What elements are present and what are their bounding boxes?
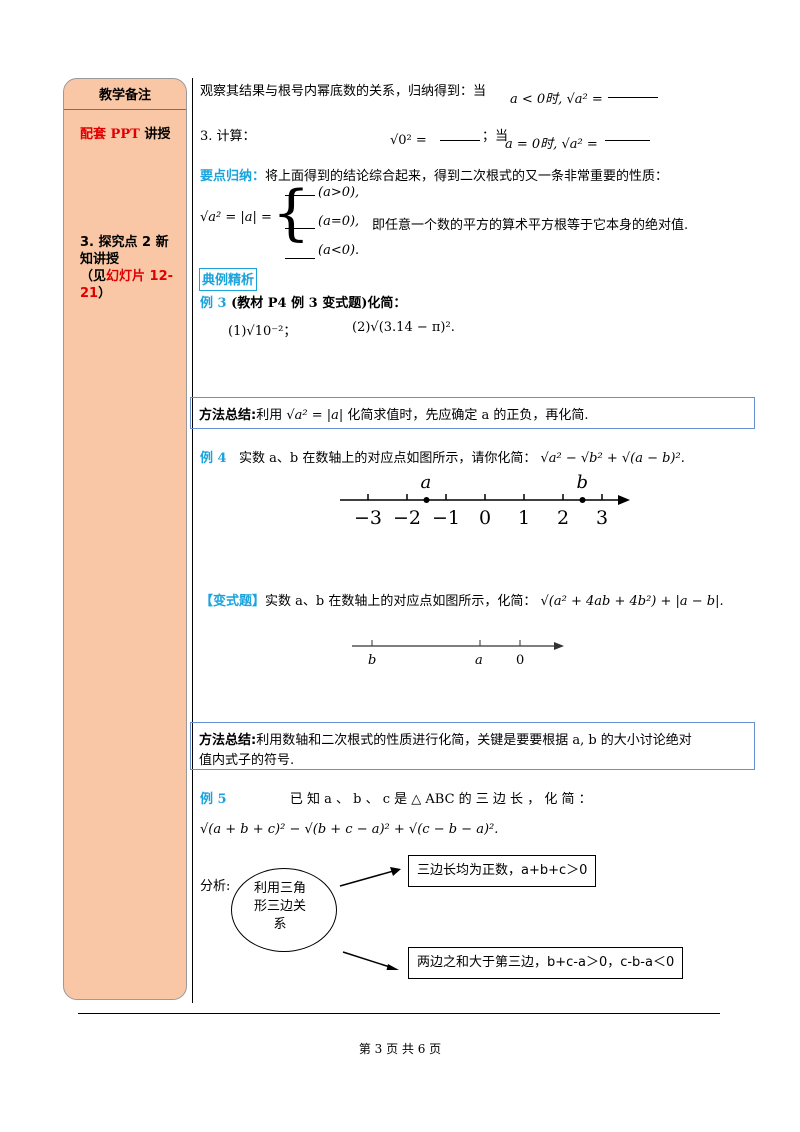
axis-arrow bbox=[554, 642, 564, 650]
section-title: 典例精析 bbox=[199, 268, 258, 291]
page-number: 第 3 页 共 6 页 bbox=[358, 1042, 442, 1056]
case-positive: (a>0), bbox=[318, 185, 360, 200]
example-5-formula: √(a + b + c)² − √(b + c − a)² + √(c − b … bbox=[200, 822, 499, 837]
property-lhs: √a² = |a| = bbox=[200, 210, 272, 225]
example-5: 例 5 已 知 a 、 b 、 c 是 △ ABC 的 三 边 长 ， 化 简 … bbox=[200, 792, 592, 807]
tick-label: 2 bbox=[557, 507, 569, 529]
conclusion-box-2: 两边之和大于第三边，b+c-a＞0，c-b-a＜0 bbox=[408, 947, 684, 979]
arrowhead-down bbox=[386, 964, 399, 970]
tick-label: 1 bbox=[518, 507, 530, 529]
calc-a: √0² = bbox=[390, 133, 427, 148]
example-3-q2: (2)√(3.14 − π)². bbox=[352, 320, 455, 335]
observe-condition: a < 0时, √a² = bbox=[510, 92, 603, 107]
analysis-label: 分析: bbox=[200, 879, 231, 894]
tick-label: 3 bbox=[596, 507, 608, 529]
ppt-note: 配套 PPT 讲授 bbox=[80, 127, 171, 142]
point-a bbox=[423, 497, 430, 503]
calc-condition: a = 0时, √a² = bbox=[505, 137, 598, 152]
arrow-down bbox=[342, 951, 394, 969]
tick-label: −2 bbox=[393, 507, 421, 529]
label-b: b bbox=[368, 653, 376, 668]
answer-blank bbox=[608, 97, 658, 98]
case-blank bbox=[285, 195, 315, 196]
ellipse-text: 利用三角形三边关系 bbox=[253, 881, 306, 932]
analysis-ellipse bbox=[231, 868, 337, 952]
tick-group: −3 −2 −1 0 1 2 3 bbox=[354, 494, 608, 529]
axis-arrow bbox=[618, 495, 630, 505]
arrows bbox=[339, 867, 401, 970]
observe-line: 观察其结果与根号内幂底数的关系，归纳得到：当 bbox=[200, 84, 487, 99]
brace: { bbox=[272, 178, 311, 248]
tick-label: −1 bbox=[432, 507, 460, 529]
tick-label: −3 bbox=[354, 507, 382, 529]
key-summary: 要点归纳：将上面得到的结论综合起来，得到二次根式的又一条非常重要的性质： bbox=[200, 169, 669, 184]
label-0: 0 bbox=[516, 653, 524, 668]
number-line-2: b a 0 bbox=[352, 640, 564, 668]
number-line-1: −3 −2 −1 0 1 2 3 a b bbox=[340, 472, 630, 529]
answer-blank bbox=[605, 140, 650, 141]
case-zero: (a=0), bbox=[318, 214, 360, 229]
case-negative: (a<0). bbox=[318, 243, 360, 258]
case-blank bbox=[285, 228, 315, 229]
method-summary-2: 方法总结:利用数轴和二次根式的性质进行化简，关键是要要根据 a, b 的大小讨论… bbox=[190, 722, 755, 770]
footer-rule bbox=[78, 1013, 720, 1014]
calc-b: ；当 bbox=[482, 129, 509, 144]
sidebar-header: 教学备注 bbox=[64, 79, 186, 110]
point-b bbox=[579, 497, 586, 503]
example-3: 例 3 (教材 P4 例 3 变式题)化简： bbox=[200, 296, 407, 311]
method-summary-1: 方法总结:利用 √a² = |a| 化简求值时，先应确定 a 的正负，再化简. bbox=[190, 397, 755, 429]
case-blank bbox=[285, 258, 315, 259]
conclusion-box-1: 三边长均为正数，a+b+c＞0 bbox=[408, 855, 597, 887]
step-note: 3. 探究点 2 新知讲授 （见幻灯片 12-21） bbox=[80, 235, 174, 301]
answer-blank bbox=[440, 140, 480, 141]
calc-label: 3. 计算： bbox=[200, 129, 256, 144]
arrowhead-up bbox=[390, 867, 401, 876]
example-3-q1: (1)√10⁻²； bbox=[228, 324, 297, 339]
teaching-notes-sidebar: 教学备注 配套 PPT 讲授 3. 探究点 2 新知讲授 （见幻灯片 12-21… bbox=[63, 78, 187, 1000]
property-tail: 即任意一个数的平方的算术平方根等于它本身的绝对值. bbox=[372, 218, 689, 233]
point-b-label: b bbox=[577, 472, 589, 493]
tick-label: 0 bbox=[479, 507, 491, 529]
variant-question: 【变式题】实数 a、b 在数轴上的对应点如图所示，化简： √(a² + 4ab … bbox=[200, 594, 724, 609]
arrow-up bbox=[339, 869, 398, 887]
point-a-label: a bbox=[421, 472, 432, 493]
label-a: a bbox=[475, 653, 483, 668]
column-divider bbox=[192, 78, 193, 1003]
example-4: 例 4 实数 a、b 在数轴上的对应点如图所示，请你化简： √a² − √b² … bbox=[200, 451, 685, 466]
